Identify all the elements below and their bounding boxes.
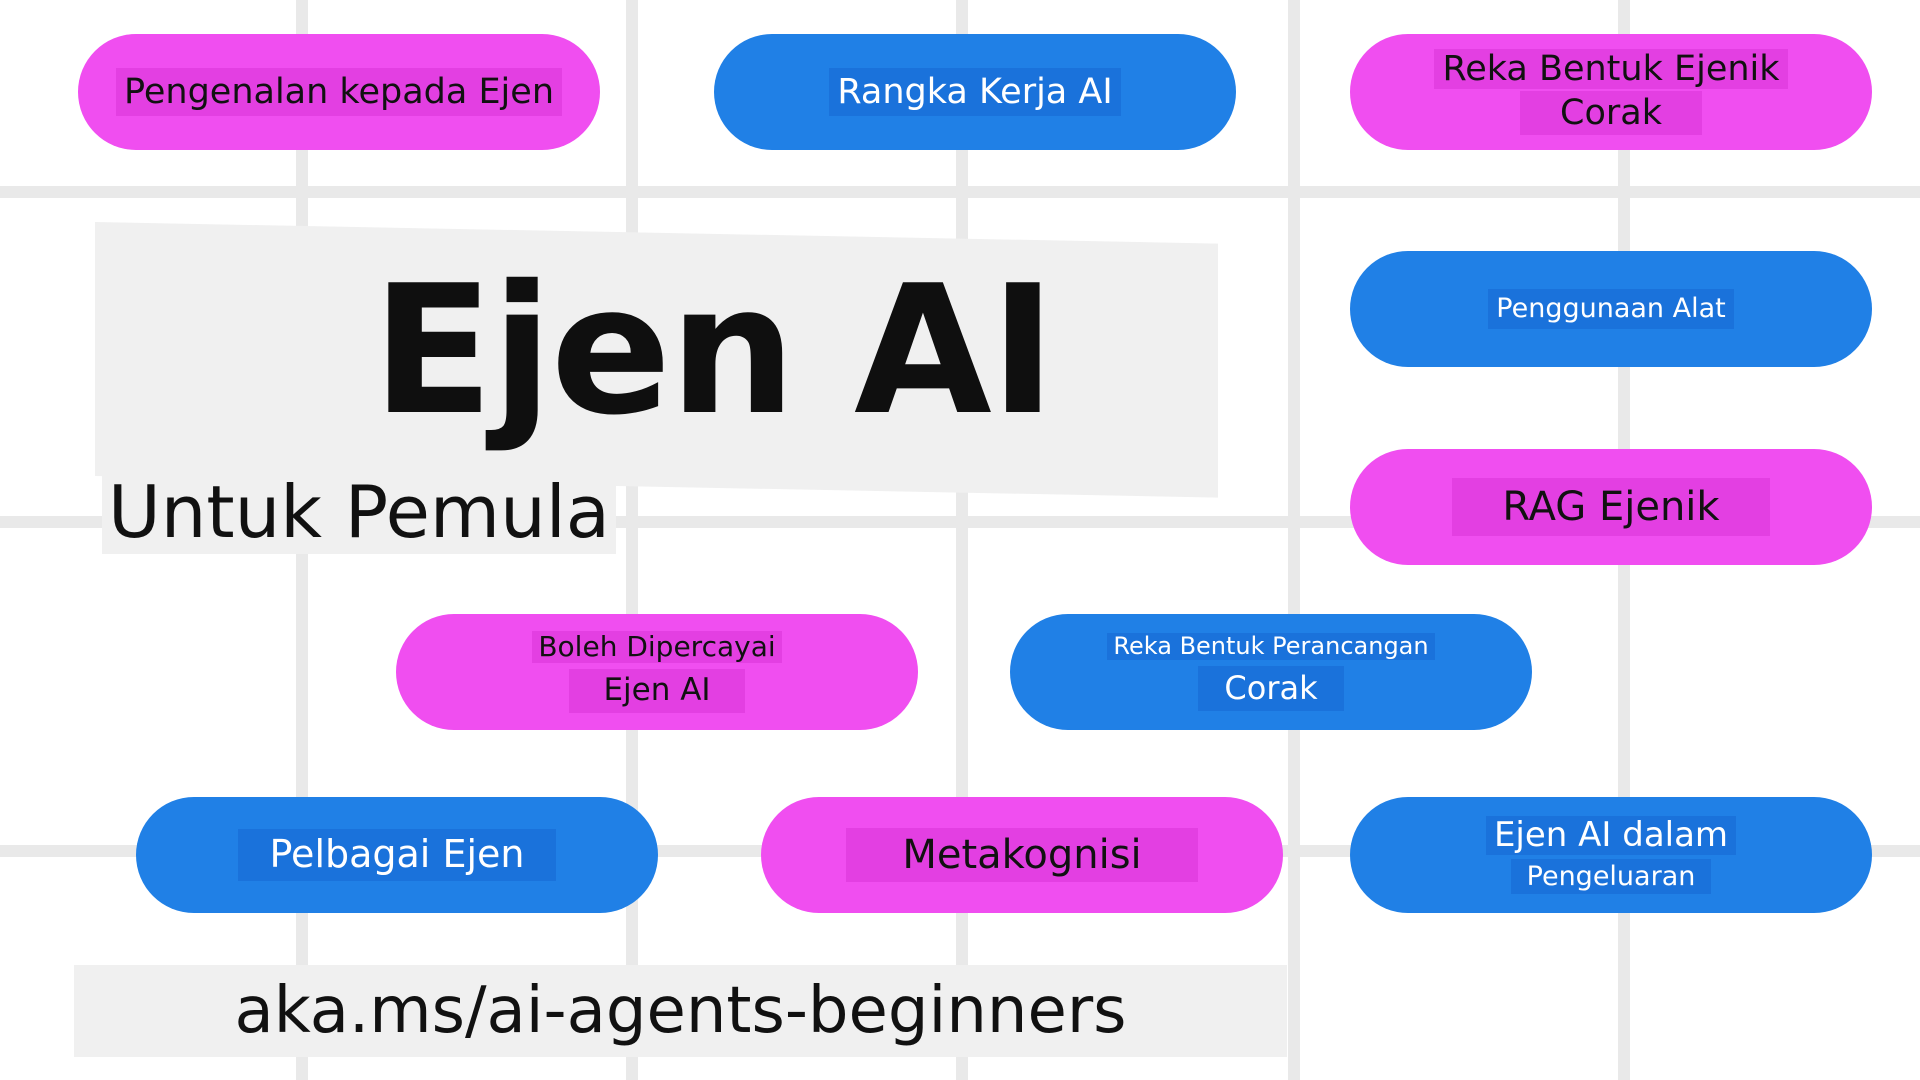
lesson-agentic-design-button[interactable]: Reka Bentuk Ejenik Corak: [1350, 34, 1872, 150]
lesson-label-line1: Reka Bentuk Perancangan: [1107, 632, 1435, 661]
lesson-label: RAG Ejenik: [1452, 478, 1770, 536]
lesson-planning-button[interactable]: Reka Bentuk Perancangan Corak: [1010, 614, 1532, 730]
lesson-label: Metakognisi: [846, 828, 1198, 882]
lesson-label-line1: Ejen AI dalam: [1485, 815, 1737, 856]
lesson-tool-use-button[interactable]: Penggunaan Alat: [1350, 251, 1872, 367]
lesson-multi-agent-button[interactable]: Pelbagai Ejen: [136, 797, 658, 913]
subtitle-banner: Untuk Pemula: [102, 470, 616, 554]
course-url[interactable]: aka.ms/ai-agents-beginners: [234, 974, 1127, 1048]
grid-line: [0, 186, 1920, 198]
lesson-trustworthy-button[interactable]: Boleh Dipercayai Ejen AI: [396, 614, 918, 730]
lesson-label: Penggunaan Alat: [1488, 289, 1734, 329]
lesson-label-line2: Corak: [1520, 91, 1702, 136]
lesson-label-line2: Corak: [1198, 666, 1344, 712]
grid-line: [956, 0, 968, 1080]
lesson-label-line1: Reka Bentuk Ejenik: [1434, 48, 1788, 89]
page-subtitle: Untuk Pemula: [108, 470, 610, 554]
lesson-production-button[interactable]: Ejen AI dalam Pengeluaran: [1350, 797, 1872, 913]
lesson-agentic-rag-button[interactable]: RAG Ejenik: [1350, 449, 1872, 565]
page-title: Ejen AI: [372, 247, 1056, 454]
url-banner: aka.ms/ai-agents-beginners: [74, 965, 1287, 1057]
lesson-frameworks-button[interactable]: Rangka Kerja AI: [714, 34, 1236, 150]
lesson-label: Pelbagai Ejen: [237, 829, 557, 881]
lesson-label-line1: Boleh Dipercayai: [532, 630, 782, 664]
lesson-intro-button[interactable]: Pengenalan kepada Ejen: [78, 34, 600, 150]
lesson-metacognition-button[interactable]: Metakognisi: [761, 797, 1283, 913]
lesson-label: Pengenalan kepada Ejen: [116, 67, 562, 117]
lesson-label: Rangka Kerja AI: [829, 67, 1121, 117]
grid-line: [1288, 0, 1300, 1080]
lesson-label-line2: Pengeluaran: [1510, 859, 1712, 895]
grid-line: [626, 0, 638, 1080]
lesson-label-line2: Ejen AI: [569, 669, 745, 713]
